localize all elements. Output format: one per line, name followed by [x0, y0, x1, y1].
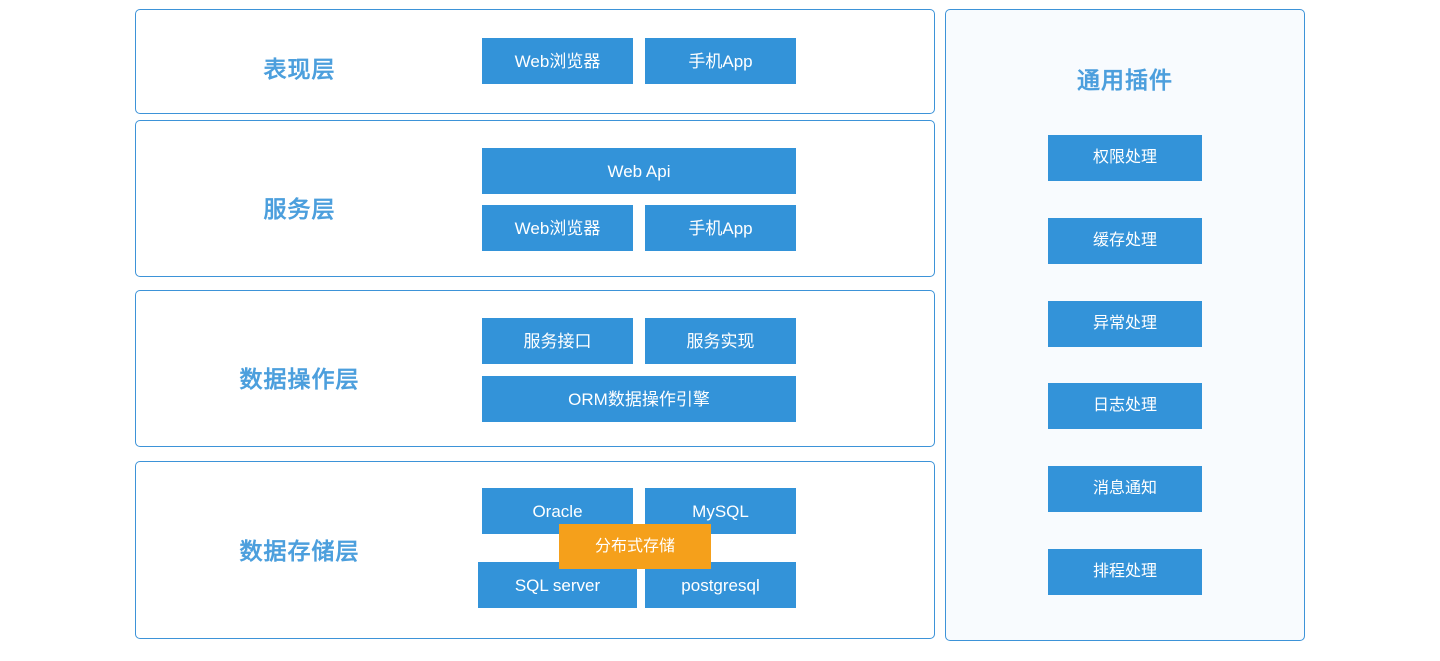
block-orm-engine[interactable]: ORM数据操作引擎: [482, 376, 796, 422]
block-service-implementation[interactable]: 服务实现: [645, 318, 796, 364]
plugin-item-scheduling[interactable]: 排程处理: [1048, 549, 1202, 595]
plugin-panel-title: 通用插件: [1077, 67, 1173, 93]
block-distributed-storage[interactable]: 分布式存储: [559, 524, 711, 569]
layer-panel-data-operation: [135, 290, 935, 447]
block-service-web-browser[interactable]: Web浏览器: [482, 205, 633, 251]
block-service-web-api[interactable]: Web Api: [482, 148, 796, 194]
plugin-item-permission[interactable]: 权限处理: [1048, 135, 1202, 181]
plugin-item-exception[interactable]: 异常处理: [1048, 301, 1202, 347]
block-presentation-web-browser[interactable]: Web浏览器: [482, 38, 633, 84]
block-sql-server[interactable]: SQL server: [478, 562, 637, 608]
block-service-interface[interactable]: 服务接口: [482, 318, 633, 364]
layer-title-service: 服务层: [263, 196, 336, 222]
block-service-mobile-app[interactable]: 手机App: [645, 205, 796, 251]
layer-title-data-operation: 数据操作层: [239, 366, 360, 392]
block-postgresql[interactable]: postgresql: [645, 562, 796, 608]
plugin-item-logging[interactable]: 日志处理: [1048, 383, 1202, 429]
layer-title-data-storage: 数据存储层: [239, 538, 360, 564]
block-presentation-mobile-app[interactable]: 手机App: [645, 38, 796, 84]
plugin-item-message-notification[interactable]: 消息通知: [1048, 466, 1202, 512]
layer-title-presentation: 表现层: [263, 56, 336, 82]
plugin-item-cache[interactable]: 缓存处理: [1048, 218, 1202, 264]
